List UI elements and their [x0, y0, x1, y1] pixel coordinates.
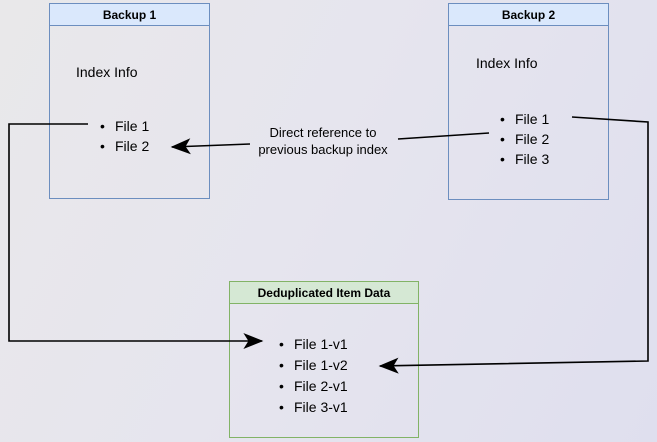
file-item: File 1: [100, 116, 149, 136]
file-item: File 1: [500, 109, 549, 129]
direct-reference-label: Direct reference to previous backup inde…: [258, 125, 388, 157]
backup2-title: Backup 2: [449, 4, 608, 26]
backup1-file-list: File 1File 2: [100, 116, 149, 156]
dedup-file-list: File 1-v1File 1-v2File 2-v1File 3-v1: [279, 334, 348, 418]
backup2-index-info-label: Index Info: [476, 55, 538, 71]
backup1-index-info-label: Index Info: [76, 64, 138, 80]
file-item: File 1-v1: [279, 334, 348, 355]
backup1-title: Backup 1: [50, 4, 209, 26]
file-item: File 3-v1: [279, 397, 348, 418]
dedup-title: Deduplicated Item Data: [230, 282, 418, 304]
file-item: File 2: [100, 136, 149, 156]
backup2-file-list: File 1File 2File 3: [500, 109, 549, 169]
backup2-box: Backup 2 Index Info File 1File 2File 3: [448, 3, 609, 200]
file-item: File 3: [500, 149, 549, 169]
file-item: File 1-v2: [279, 355, 348, 376]
file-item: File 2-v1: [279, 376, 348, 397]
dedup-box: Deduplicated Item Data File 1-v1File 1-v…: [229, 281, 419, 438]
file-item: File 2: [500, 129, 549, 149]
backup1-box: Backup 1 Index Info File 1File 2: [49, 3, 210, 199]
